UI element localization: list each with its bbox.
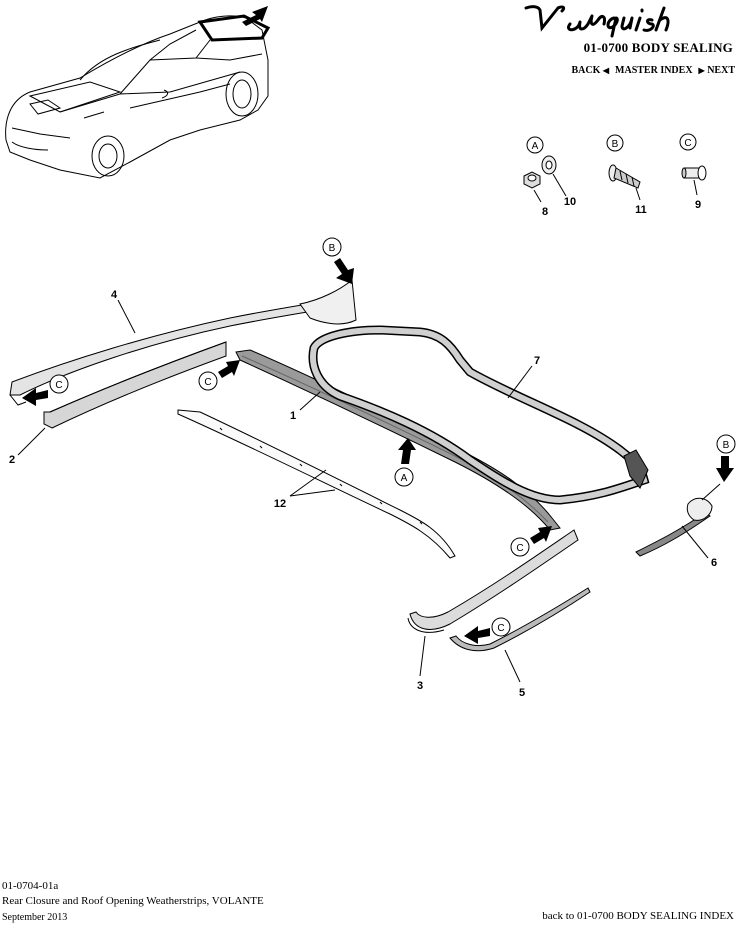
pin-part	[681, 165, 707, 181]
arrow-c-left-icon	[22, 388, 48, 406]
fastener-a-group: A 8 10	[523, 136, 576, 218]
arrow-b-top-icon	[334, 258, 354, 284]
svg-text:A: A	[401, 473, 408, 484]
svg-text:C: C	[55, 380, 62, 391]
fastener-b-label: B	[612, 139, 619, 150]
arrow-c-bottom-icon	[464, 626, 490, 644]
navigation-bar: BACK ◀ MASTER INDEX ▶ NEXT	[571, 65, 735, 76]
callout-7: 7	[534, 355, 540, 367]
arrow-b-right-icon	[716, 456, 734, 482]
arrow-c-right-icon	[530, 526, 552, 544]
footer-date: September 2013	[2, 912, 68, 923]
callout-2: 2	[9, 454, 15, 466]
callout-12: 12	[274, 498, 286, 510]
svg-text:C: C	[497, 623, 504, 634]
fastener-a-label: A	[532, 141, 539, 152]
nut-part	[523, 171, 541, 189]
callout-6: 6	[711, 557, 717, 569]
callout-8: 8	[542, 206, 548, 218]
part-6-strip	[635, 483, 721, 557]
arrow-a-icon	[398, 438, 416, 464]
callout-4: 4	[111, 289, 118, 301]
part-7-seal	[308, 325, 650, 505]
section-title: 01-0700 BODY SEALING	[583, 40, 733, 55]
svg-text:B: B	[329, 243, 336, 254]
callout-5: 5	[519, 687, 525, 699]
part-3-strip	[407, 529, 579, 633]
washer-part	[541, 155, 557, 175]
svg-text:B: B	[723, 440, 730, 451]
fastener-c-group: C 9	[679, 133, 707, 211]
location-c-mid: C	[198, 360, 240, 391]
push-clip-part	[608, 164, 641, 189]
master-index-link[interactable]: MASTER INDEX	[615, 65, 693, 76]
svg-text:C: C	[516, 543, 523, 554]
part-12-strip	[177, 409, 456, 559]
car-pointer-arrow-icon	[242, 6, 268, 26]
callout-11: 11	[635, 204, 647, 216]
footer-code: 01-0704-01a	[2, 880, 59, 892]
footer-title: Rear Closure and Roof Opening Weatherstr…	[2, 895, 264, 907]
vanquish-logo	[524, 5, 670, 38]
exploded-parts-diagram: A 8 10 B 11 C 9	[5, 6, 736, 699]
next-link[interactable]: ▶ NEXT	[698, 65, 735, 76]
back-arrow-icon: ◀	[602, 66, 610, 75]
fastener-c-label: C	[684, 138, 691, 149]
location-b-top: B	[322, 237, 354, 284]
callout-9: 9	[695, 199, 701, 211]
location-a: A	[394, 438, 416, 487]
arrow-c-mid-icon	[218, 360, 240, 378]
location-c-right: C	[510, 526, 552, 557]
part-2-strip	[43, 341, 227, 429]
fastener-b-group: B 11	[606, 134, 647, 216]
next-arrow-icon: ▶	[698, 66, 705, 75]
location-c-left: C	[22, 374, 69, 406]
svg-text:C: C	[204, 377, 211, 388]
callout-3: 3	[417, 680, 423, 692]
part-4-strip	[9, 279, 357, 406]
callout-1: 1	[290, 410, 296, 422]
car-illustration	[5, 14, 271, 179]
back-to-index-link[interactable]: back to 01-0700 BODY SEALING INDEX	[542, 910, 734, 922]
location-b-right: B	[716, 434, 736, 482]
part-5-strip	[449, 587, 591, 652]
callout-10: 10	[564, 196, 576, 208]
back-link[interactable]: BACK ◀	[571, 65, 610, 76]
location-c-bottom: C	[464, 617, 511, 644]
